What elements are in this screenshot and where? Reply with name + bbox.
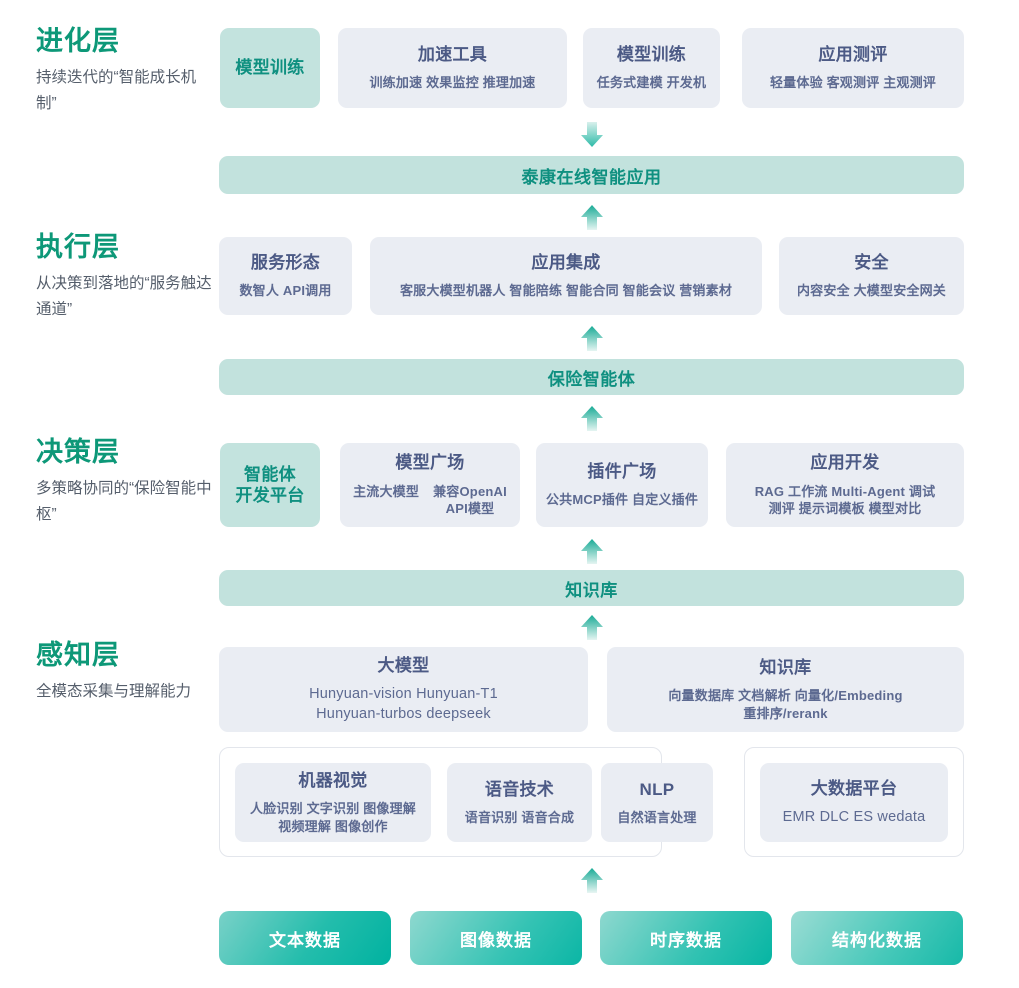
card-title: 模型广场 xyxy=(395,453,465,473)
banner-label: 知识库 xyxy=(565,580,618,600)
layer-desc-execution: 从决策到落地的“服务触达通道” xyxy=(36,275,212,318)
card-title: 模型训练 xyxy=(616,45,687,65)
card-title: 安全 xyxy=(854,253,889,273)
arrow-up-from-app-banner xyxy=(577,203,607,233)
chip-label: 时序数据 xyxy=(650,930,722,950)
card-title: NLP xyxy=(639,779,675,799)
card-subtitle: 公共MCP插件 自定义插件 xyxy=(545,492,699,508)
banner-label: 泰康在线智能应用 xyxy=(521,167,662,187)
card-subtitle: 向量数据库 文档解析 向量化/Embeding 重排序/rerank xyxy=(668,688,903,721)
card-title: 应用集成 xyxy=(531,253,601,273)
layer-desc-evolution: 持续迭代的“智能成长机制” xyxy=(36,69,197,112)
card-subtitle: 任务式建模 开发机 xyxy=(596,75,707,91)
banner-knowledge-base[interactable]: 知识库 xyxy=(219,570,964,606)
card-title: 智能体 开发平台 xyxy=(235,464,305,505)
arrow-up-to-agent-banner xyxy=(577,324,607,354)
card-subtitle: 轻量体验 客观测评 主观测评 xyxy=(769,75,937,91)
card-big-data-platform[interactable]: 大数据平台 EMR DLC ES wedata xyxy=(760,763,948,842)
arrow-up-from-agent-banner xyxy=(577,404,607,434)
card-application-integration[interactable]: 应用集成 客服大模型机器人 智能陪练 智能合同 智能会议 营销素材 xyxy=(370,237,762,315)
card-title: 服务形态 xyxy=(250,253,321,273)
layer-label-execution: 执行层 从决策到落地的“服务触达通道” xyxy=(36,232,216,322)
card-speech-technology[interactable]: 语音技术 语音识别 语音合成 xyxy=(447,763,592,842)
card-acceleration-tools[interactable]: 加速工具 训练加速 效果监控 推理加速 xyxy=(338,28,567,108)
card-agent-development-platform[interactable]: 智能体 开发平台 xyxy=(220,443,320,527)
data-chip-structured-data[interactable]: 结构化数据 xyxy=(791,911,963,965)
card-machine-vision[interactable]: 机器视觉 人脸识别 文字识别 图像理解 视频理解 图像创作 xyxy=(235,763,431,842)
layer-title-perception: 感知层 xyxy=(36,640,120,670)
card-subtitle: 客服大模型机器人 智能陪练 智能合同 智能会议 营销素材 xyxy=(399,283,733,299)
card-title: 应用测评 xyxy=(818,45,888,65)
card-application-evaluation[interactable]: 应用测评 轻量体验 客观测评 主观测评 xyxy=(742,28,964,108)
card-subtitle: 内容安全 大模型安全网关 xyxy=(796,283,946,299)
data-chip-image-data[interactable]: 图像数据 xyxy=(410,911,582,965)
card-title: 应用开发 xyxy=(810,453,880,473)
arrow-down-to-app-banner xyxy=(577,120,607,150)
data-chip-timeseries-data[interactable]: 时序数据 xyxy=(600,911,772,965)
card-knowledge-base[interactable]: 知识库 向量数据库 文档解析 向量化/Embeding 重排序/rerank xyxy=(607,647,964,732)
card-title: 大模型 xyxy=(377,655,430,675)
card-model-marketplace[interactable]: 模型广场 主流大模型 兼容OpenAI API模型 xyxy=(340,443,520,527)
chip-label: 文本数据 xyxy=(269,930,341,950)
card-service-form[interactable]: 服务形态 数智人 API调用 xyxy=(219,237,352,315)
card-subtitle: 训练加速 效果监控 推理加速 xyxy=(369,75,536,91)
arrow-up-from-knowledge-banner xyxy=(577,613,607,643)
card-subtitle: Hunyuan-vision Hunyuan-T1 Hunyuan-turbos… xyxy=(309,686,498,722)
card-subtitle: 数智人 API调用 xyxy=(239,283,332,299)
data-chip-text-data[interactable]: 文本数据 xyxy=(219,911,391,965)
card-subtitle: 人脸识别 文字识别 图像理解 视频理解 图像创作 xyxy=(249,801,417,834)
card-title: 插件广场 xyxy=(587,462,657,482)
card-title: 语音技术 xyxy=(484,779,555,799)
card-security[interactable]: 安全 内容安全 大模型安全网关 xyxy=(779,237,964,315)
arrow-up-from-data-chips xyxy=(577,866,607,896)
card-subtitle: RAG 工作流 Multi-Agent 调试 测评 提示词模板 模型对比 xyxy=(754,483,936,517)
banner-label: 保险智能体 xyxy=(547,369,636,389)
card-subtitle-group: 主流大模型 兼容OpenAI API模型 xyxy=(353,483,507,518)
card-subtitle: EMR DLC ES wedata xyxy=(782,808,926,825)
layer-label-evolution: 进化层 持续迭代的“智能成长机制” xyxy=(36,26,216,116)
layer-label-perception: 感知层 全模态采集与理解能力 xyxy=(36,640,216,705)
card-application-development[interactable]: 应用开发 RAG 工作流 Multi-Agent 调试 测评 提示词模板 模型对… xyxy=(726,443,964,527)
card-title: 加速工具 xyxy=(417,45,488,65)
layer-label-decision: 决策层 多策略协同的“保险智能中枢” xyxy=(36,437,216,527)
card-title: 大数据平台 xyxy=(810,778,898,798)
card-model-training-evolution[interactable]: 模型训练 xyxy=(220,28,320,108)
card-nlp[interactable]: NLP 自然语言处理 xyxy=(601,763,713,842)
arrow-up-to-knowledge-banner xyxy=(577,537,607,567)
chip-label: 结构化数据 xyxy=(832,930,922,950)
card-subtitle: 语音识别 语音合成 xyxy=(464,809,575,825)
banner-taikang-online-ai-application[interactable]: 泰康在线智能应用 xyxy=(219,156,964,194)
layer-title-execution: 执行层 xyxy=(36,232,120,262)
layer-title-decision: 决策层 xyxy=(36,437,120,467)
banner-insurance-agent[interactable]: 保险智能体 xyxy=(219,359,964,395)
card-model-training[interactable]: 模型训练 任务式建模 开发机 xyxy=(583,28,720,108)
card-title: 机器视觉 xyxy=(298,770,368,790)
layer-title-evolution: 进化层 xyxy=(36,26,120,56)
card-plugin-marketplace[interactable]: 插件广场 公共MCP插件 自定义插件 xyxy=(536,443,708,527)
layer-desc-decision: 多策略协同的“保险智能中枢” xyxy=(36,480,212,523)
card-subtitle: 自然语言处理 xyxy=(617,809,697,825)
card-subtitle-item: 主流大模型 xyxy=(353,483,420,499)
chip-label: 图像数据 xyxy=(460,930,532,950)
card-large-model[interactable]: 大模型 Hunyuan-vision Hunyuan-T1 Hunyuan-tu… xyxy=(219,647,588,732)
layer-desc-perception: 全模态采集与理解能力 xyxy=(36,683,192,701)
card-title: 模型训练 xyxy=(235,58,305,78)
card-title: 知识库 xyxy=(759,657,812,677)
card-subtitle-item: 兼容OpenAI API模型 xyxy=(433,483,507,517)
